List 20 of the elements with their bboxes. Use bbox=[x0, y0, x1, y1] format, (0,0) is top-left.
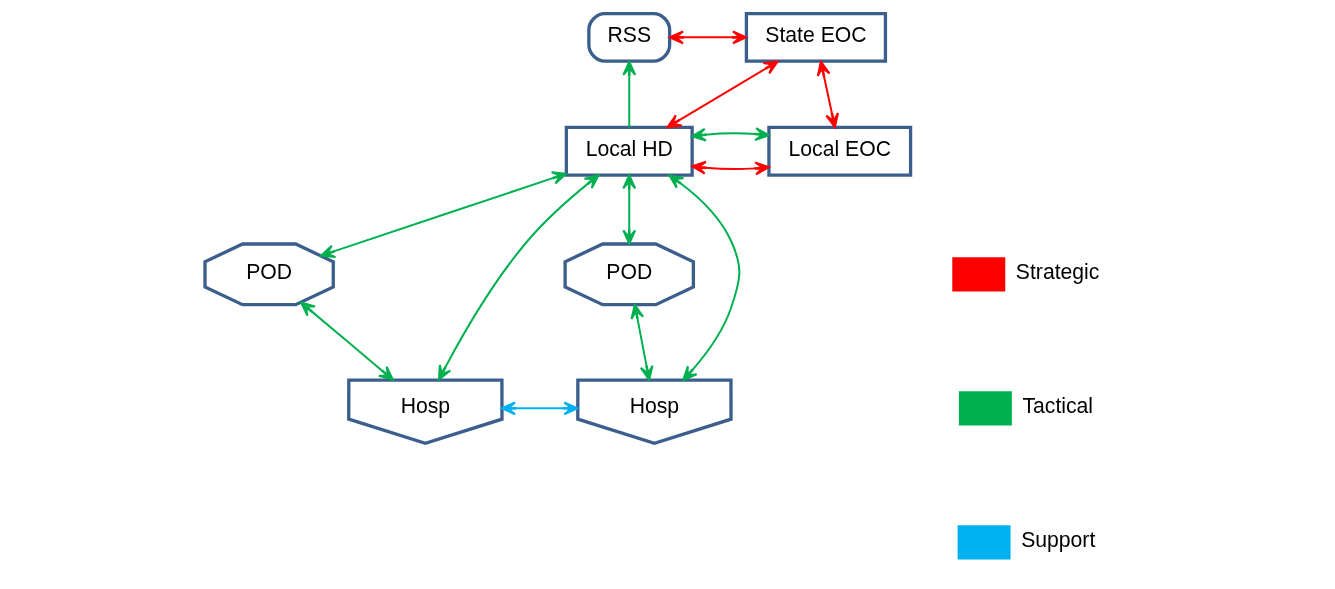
arrow bbox=[300, 301, 394, 381]
arrow bbox=[320, 171, 568, 259]
node-box: Local EOC bbox=[767, 125, 913, 177]
arrow bbox=[666, 60, 779, 129]
arrow bbox=[668, 174, 741, 381]
arrow bbox=[437, 174, 600, 381]
arrow bbox=[691, 127, 770, 142]
node-box: Local HD bbox=[564, 125, 694, 177]
arrow bbox=[668, 30, 748, 45]
node-box: RSS bbox=[587, 11, 672, 63]
arrow bbox=[622, 60, 637, 129]
arrow bbox=[622, 174, 637, 245]
node-box: State EOC bbox=[744, 11, 888, 63]
arrow bbox=[691, 160, 770, 176]
arrow bbox=[500, 401, 579, 416]
arrow bbox=[630, 303, 654, 381]
legend-label: Support bbox=[1021, 528, 1096, 552]
arrow bbox=[816, 60, 839, 129]
legend-label: Strategic bbox=[1015, 260, 1100, 284]
legend-label: Tactical bbox=[1022, 394, 1094, 418]
